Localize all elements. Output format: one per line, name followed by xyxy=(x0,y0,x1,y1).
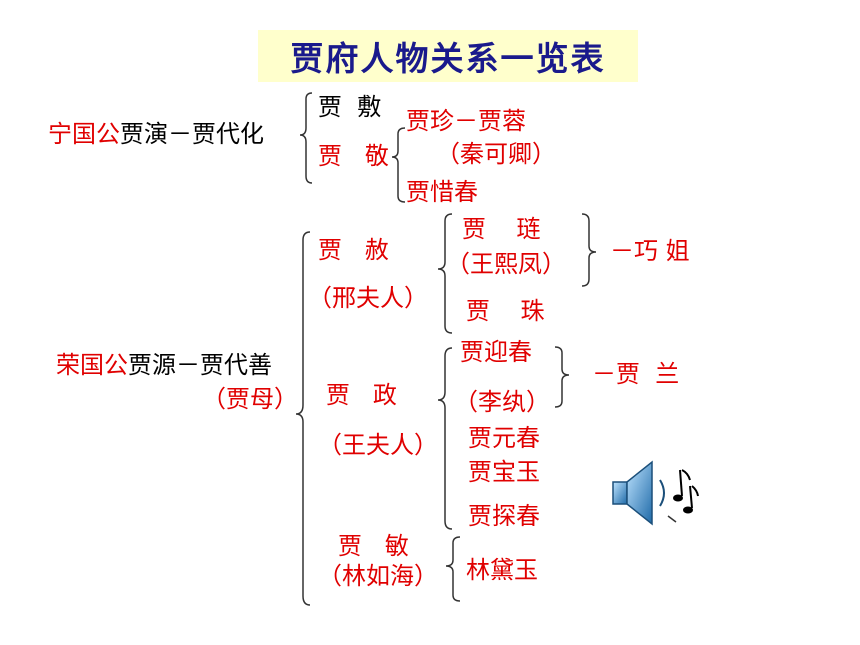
jia-yuanchun: 贾元春 xyxy=(468,424,540,452)
jia-jing: 贾 敬 xyxy=(318,142,389,170)
qiaojie: －巧 姐 xyxy=(610,237,690,265)
brace-lian-right xyxy=(581,213,597,287)
xing-furen: （邢夫人） xyxy=(308,284,428,312)
rongguo-duke: 荣国公 xyxy=(56,351,128,379)
brace-jia-jing xyxy=(391,127,406,203)
jia-zheng: 贾 政 xyxy=(326,381,397,409)
lin-ruhai: （林如海） xyxy=(318,562,438,590)
jia-mu: （贾母） xyxy=(202,385,298,413)
speaker-icon[interactable] xyxy=(610,458,700,532)
brace-jia-zheng xyxy=(437,347,453,530)
li-wan: （李纨） xyxy=(454,388,550,416)
jia-baoyu: 贾宝玉 xyxy=(468,458,540,486)
brace-ningguo xyxy=(299,92,313,184)
wang-xifeng: （王熙凤） xyxy=(446,250,566,278)
jia-zhu: 贾 珠 xyxy=(466,297,545,325)
brace-rongguo xyxy=(295,231,311,606)
brace-jia-she xyxy=(437,213,453,334)
lin-daiyu: 林黛玉 xyxy=(466,556,538,584)
jia-zhen-rong: 贾珍－贾蓉 xyxy=(406,107,526,135)
jia-lan: －贾 兰 xyxy=(592,360,680,388)
brace-jia-min xyxy=(445,536,461,602)
jia-yingchun: 贾迎春 xyxy=(460,338,532,366)
title-box: 贾府人物关系一览表 xyxy=(258,30,638,82)
ningguo-line: 贾演－贾代化 xyxy=(120,120,264,148)
jia-lian: 贾 琏 xyxy=(462,215,541,243)
jia-xichun: 贾惜春 xyxy=(406,178,478,206)
wang-furen: （王夫人） xyxy=(318,431,438,459)
brace-liwan-right xyxy=(554,346,570,408)
ningguo-duke: 宁国公 xyxy=(48,120,120,148)
jia-tanchun: 贾探春 xyxy=(468,502,540,530)
jia-she: 贾 赦 xyxy=(318,236,389,264)
jia-min: 贾 敏 xyxy=(338,532,409,560)
jia-fu: 贾 敷 xyxy=(318,93,382,121)
qin-keqing: （秦可卿） xyxy=(436,140,556,168)
page-title: 贾府人物关系一览表 xyxy=(290,39,606,78)
rongguo-line: 贾源－贾代善 xyxy=(128,351,272,379)
